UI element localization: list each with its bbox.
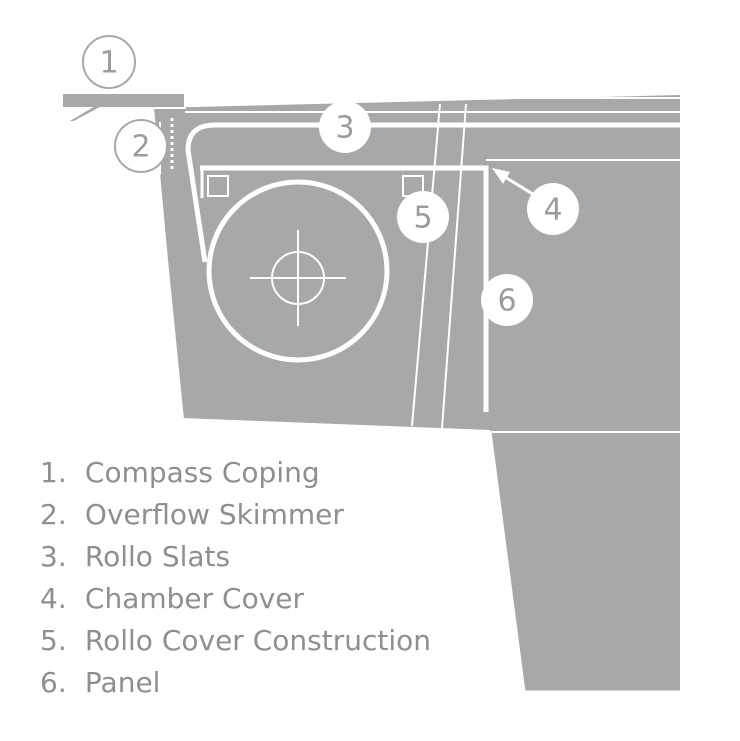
legend-item-number: 4.: [40, 582, 67, 615]
wall-outline: [488, 431, 680, 694]
legend-item-number: 5.: [40, 624, 67, 657]
chamber-cover: [200, 165, 489, 412]
legend-item-number: 1.: [40, 456, 67, 489]
callout-2: 2: [114, 119, 168, 173]
construction-line-a: [411, 103, 441, 427]
callout-3-number: 3: [335, 111, 354, 146]
legend-item-number: 6.: [40, 666, 67, 699]
callout-4-number: 4: [543, 193, 562, 228]
rollo-drum: [206, 179, 390, 363]
legend-item: 5. Rollo Cover Construction: [40, 620, 431, 662]
callout-6-number: 6: [497, 284, 516, 319]
cover-bracket-left: [207, 175, 229, 197]
legend-item-label: Rollo Slats: [84, 540, 231, 573]
legend-item-label: Chamber Cover: [84, 582, 305, 615]
callout-2-circle: [114, 119, 168, 173]
callout-4-circle: [527, 183, 579, 235]
legend-item-label: Compass Coping: [84, 456, 320, 489]
callout-1-circle: [82, 35, 136, 89]
callout-5-circle: [397, 191, 449, 243]
arrow-head: [492, 168, 510, 184]
legend-item: 4. Chamber Cover: [40, 578, 431, 620]
legend: 1. Compass Coping 2. Overflow Skimmer 3.…: [40, 452, 431, 704]
legend-item-label: Rollo Cover Construction: [84, 624, 431, 657]
chamber-floor-line: [181, 418, 491, 434]
legend-item-number: 3.: [40, 540, 67, 573]
construction-line-b: [441, 103, 467, 429]
legend-item-label: Overflow Skimmer: [84, 498, 344, 531]
legend-item-label: Panel: [84, 666, 161, 699]
legend-item-number: 2.: [40, 498, 67, 531]
pool-chamber-body: [152, 95, 680, 432]
callout-3: 3: [319, 101, 371, 153]
pool-wall-panel: [490, 432, 680, 692]
callout-4: 4: [527, 183, 579, 235]
callout-1: 1: [82, 35, 136, 89]
callout-3-circle: [319, 101, 371, 153]
legend-item: 3. Rollo Slats: [40, 536, 431, 578]
callout-6-circle: [481, 274, 533, 326]
legend-item: 1. Compass Coping: [40, 452, 431, 494]
callout-2-number: 2: [131, 130, 150, 165]
callout-6: 6: [481, 274, 533, 326]
callout-5-number: 5: [413, 201, 432, 236]
callout-5: 5: [397, 191, 449, 243]
rollo-slats: [185, 122, 680, 263]
legend-item: 6. Panel: [40, 662, 431, 704]
callout-1-number: 1: [99, 46, 118, 81]
legend-item: 2. Overflow Skimmer: [40, 494, 431, 536]
